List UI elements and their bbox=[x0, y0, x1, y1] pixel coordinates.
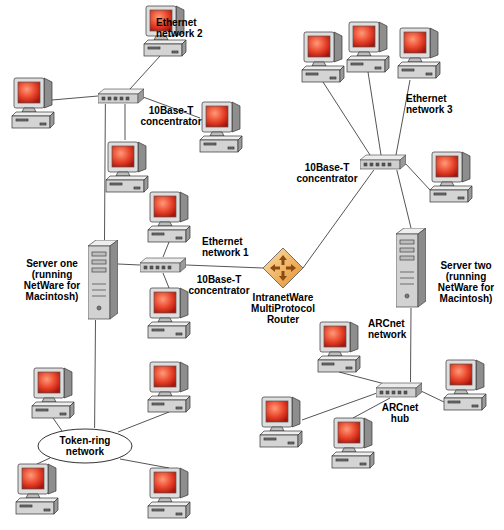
network-link bbox=[410, 308, 412, 382]
computer bbox=[260, 397, 302, 447]
computer bbox=[200, 102, 242, 152]
hub-symbol bbox=[140, 258, 186, 272]
wire bbox=[53, 418, 62, 431]
computer bbox=[106, 142, 148, 192]
server-outline bbox=[396, 228, 426, 308]
device-label: 10Base-T concentrator bbox=[138, 105, 204, 127]
network-wires bbox=[37, 56, 444, 468]
arcnet-hub: ARCnet hub bbox=[376, 382, 422, 398]
computer bbox=[148, 288, 190, 338]
computer bbox=[444, 360, 486, 410]
hub-symbol bbox=[376, 383, 422, 397]
concentrator: 10Base-T concentrator bbox=[360, 154, 406, 170]
computer bbox=[32, 368, 74, 418]
wire bbox=[302, 393, 377, 420]
token-ring: Token-ring network bbox=[37, 428, 133, 464]
wire bbox=[163, 273, 169, 288]
wire bbox=[405, 163, 430, 190]
computer bbox=[148, 362, 190, 412]
device-label: 10Base-T concentrator bbox=[294, 162, 360, 184]
computer bbox=[302, 32, 344, 82]
wire bbox=[368, 72, 381, 155]
wire bbox=[323, 82, 370, 155]
computer bbox=[148, 468, 190, 518]
server-outline bbox=[88, 240, 118, 320]
computer bbox=[318, 322, 360, 372]
device-label: Token-ring network bbox=[45, 435, 125, 457]
wire bbox=[163, 242, 169, 257]
hub-symbol bbox=[360, 155, 406, 169]
computer bbox=[430, 152, 472, 202]
concentrator: 10Base-T concentrator bbox=[98, 88, 144, 104]
server: Server one (running NetWare for Macintos… bbox=[88, 240, 118, 320]
hub-outline bbox=[140, 257, 186, 273]
computer bbox=[16, 464, 58, 514]
device-label: IntranetWare MultiProtocol Router bbox=[240, 292, 326, 325]
wire bbox=[52, 96, 98, 100]
computer bbox=[332, 418, 374, 468]
hub-outline bbox=[360, 154, 406, 170]
network-label: ARCnet network bbox=[368, 318, 412, 340]
wire bbox=[37, 458, 50, 464]
wire bbox=[421, 391, 444, 402]
network-label: Ethernet network 2 bbox=[156, 17, 216, 39]
hub-symbol bbox=[98, 89, 144, 103]
computer bbox=[398, 28, 440, 78]
wire bbox=[339, 372, 385, 384]
computers bbox=[12, 6, 486, 518]
server-symbol bbox=[88, 240, 118, 319]
device-label: Server one (running NetWare for Macintos… bbox=[20, 258, 84, 302]
hub-outline bbox=[376, 382, 422, 398]
network-link bbox=[397, 170, 411, 228]
concentrator: 10Base-T concentrator bbox=[140, 257, 186, 273]
network-link bbox=[186, 265, 263, 268]
wire bbox=[120, 459, 169, 468]
computer bbox=[148, 192, 190, 242]
wire bbox=[125, 104, 126, 140]
router-symbol bbox=[263, 248, 303, 288]
network-link bbox=[104, 104, 106, 240]
wire bbox=[396, 80, 410, 155]
device-label: ARCnet hub bbox=[378, 402, 422, 424]
network-label: Ethernet network 3 bbox=[406, 93, 466, 115]
hub-outline bbox=[98, 88, 144, 104]
device-label: Server two (running NetWare for Macintos… bbox=[434, 260, 498, 304]
wire bbox=[130, 56, 160, 89]
computer bbox=[12, 78, 54, 128]
ring-ellipse bbox=[38, 429, 132, 463]
network-link bbox=[94, 320, 96, 428]
network-label: Ethernet network 1 bbox=[202, 236, 262, 258]
network-link bbox=[303, 170, 374, 268]
wire bbox=[118, 412, 169, 432]
network-link bbox=[118, 264, 140, 265]
server-symbol bbox=[396, 228, 426, 307]
server: Server two (running NetWare for Macintos… bbox=[396, 228, 426, 308]
computer bbox=[347, 22, 389, 72]
device-label: 10Base-T concentrator bbox=[186, 274, 252, 296]
router: IntranetWare MultiProtocol Router bbox=[263, 248, 303, 288]
router-outline bbox=[263, 248, 303, 288]
